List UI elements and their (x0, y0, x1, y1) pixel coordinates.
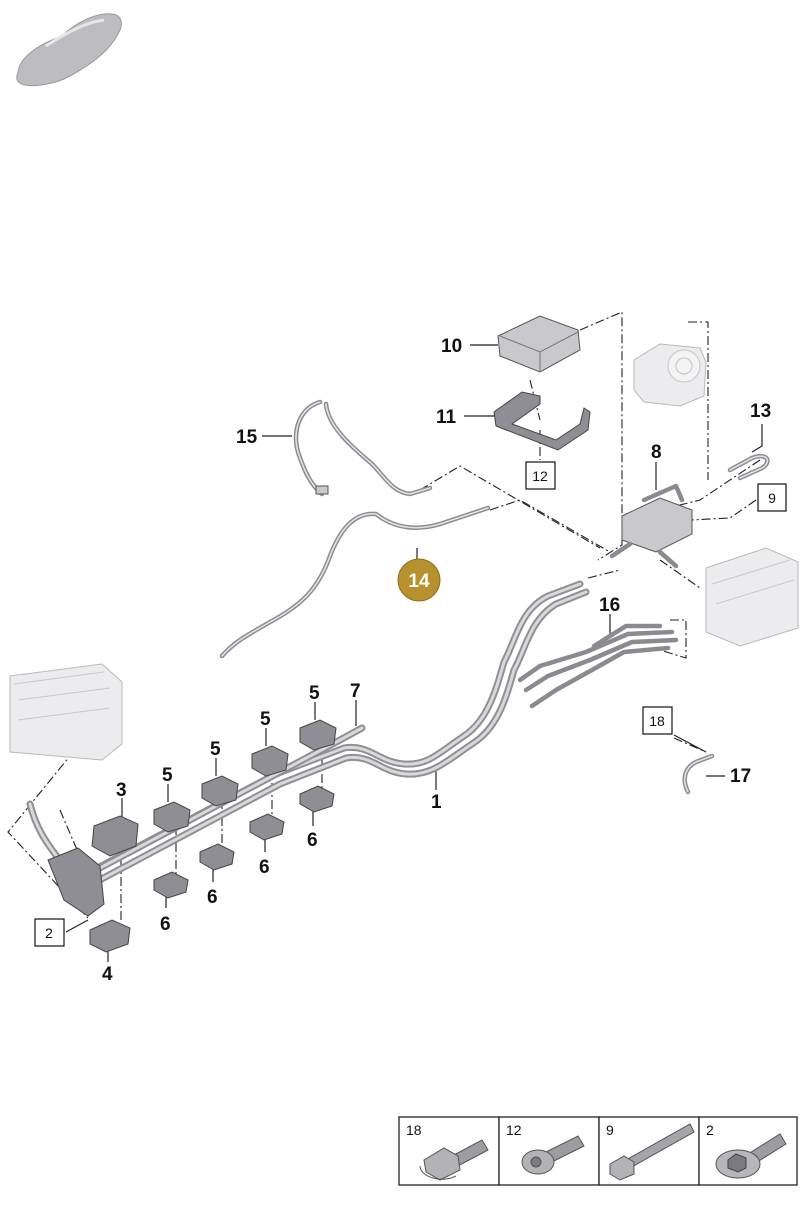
boxed-ref-12: 12 (525, 461, 556, 490)
cable-13-part (727, 453, 770, 481)
cable-15-part (293, 399, 433, 497)
cable-14-part (219, 505, 491, 659)
ghost-charger-unit (705, 547, 799, 647)
torx-bolt-icon (521, 1135, 585, 1175)
boxed-ref-18: 18 (642, 706, 673, 735)
holder-4-part (89, 919, 131, 953)
callout-3: 3 (116, 780, 127, 801)
callout-4: 4 (102, 964, 113, 985)
boxed-ref-9: 9 (757, 483, 787, 512)
holder-3-part (91, 815, 139, 857)
callout-5e: 5 (309, 683, 320, 704)
pipe-connector-2-part (47, 847, 105, 917)
legend-label-18: 18 (406, 1122, 422, 1138)
callout-6a: 6 (307, 830, 318, 851)
clip-6d-part (299, 785, 335, 813)
callout-13: 13 (750, 401, 771, 422)
cable-17-part (682, 753, 715, 795)
callout-8: 8 (651, 442, 662, 463)
callout-5d: 5 (260, 709, 271, 730)
bracket-part (493, 391, 591, 451)
legend-label-12: 12 (506, 1122, 522, 1138)
callout-10: 10 (441, 336, 462, 357)
clip-5c-part (251, 745, 289, 777)
callout-5c: 5 (210, 739, 221, 760)
callout-15: 15 (236, 427, 258, 448)
callout-11: 11 (436, 407, 457, 428)
svg-text:18: 18 (649, 713, 665, 729)
svg-text:9: 9 (768, 490, 776, 506)
boxed-ref-2: 2 (34, 918, 65, 947)
svg-text:12: 12 (532, 468, 548, 484)
main-pipe-1-part (86, 580, 590, 886)
vehicle-silhouette-icon (16, 13, 122, 87)
svg-text:2: 2 (45, 925, 53, 941)
legend-label-2: 2 (706, 1122, 714, 1138)
long-hex-bolt-icon (609, 1123, 695, 1181)
clip-5d-part (299, 719, 337, 751)
clip-5b-part (201, 775, 239, 807)
clip-6c-part (249, 813, 285, 841)
clip-6a-part (153, 871, 189, 899)
callout-14: 14 (408, 571, 430, 592)
harness-16-part (517, 623, 679, 709)
callout-6c: 6 (207, 887, 218, 908)
callout-1: 1 (431, 792, 442, 813)
clip-5a-part (153, 801, 191, 833)
fastener-legend: 18 12 9 2 (398, 1116, 798, 1186)
control-unit-part (497, 315, 581, 373)
junction-box-part (609, 483, 693, 569)
ghost-motor-unit (633, 343, 707, 407)
clip-6b-part (199, 843, 235, 871)
callout-16: 16 (599, 595, 620, 616)
legend-label-9: 9 (606, 1122, 614, 1138)
ghost-battery-unit (9, 663, 123, 761)
callout-6b: 6 (259, 857, 270, 878)
callout-5b: 5 (162, 765, 173, 786)
collar-bolt-icon (715, 1133, 787, 1179)
leader-lines (65, 344, 763, 962)
flange-bolt-icon (419, 1139, 489, 1181)
callout-17: 17 (730, 766, 751, 787)
callout-6d: 6 (160, 914, 171, 935)
callout-14-highlight[interactable]: 14 (397, 558, 441, 602)
callout-7: 7 (350, 681, 361, 702)
